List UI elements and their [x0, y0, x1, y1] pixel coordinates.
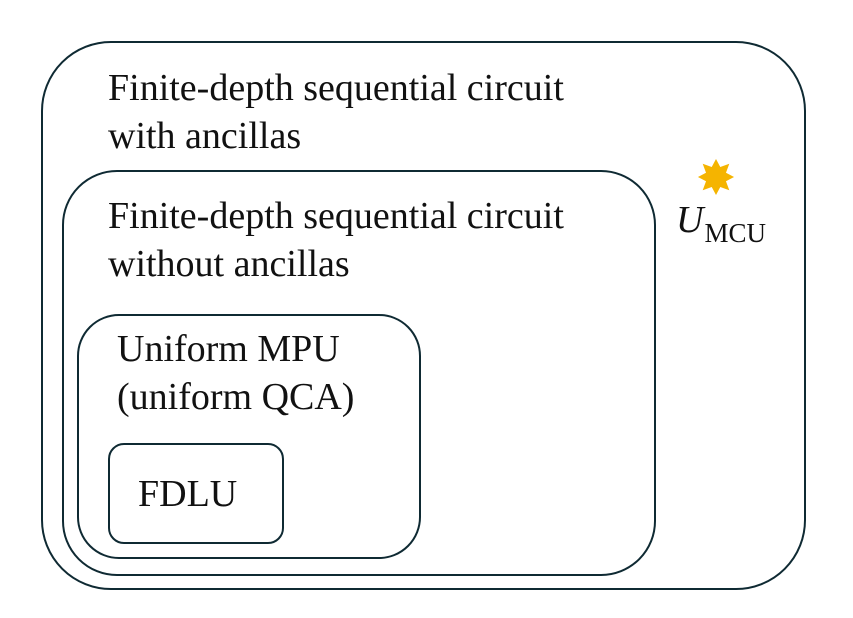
- core-set-box: [108, 443, 284, 544]
- unitary-subscript: MCU: [704, 218, 766, 248]
- unitary-mcu-label: UMCU: [676, 196, 766, 248]
- inner-set-box: [77, 314, 421, 559]
- middle-set-label-line2: without ancillas: [108, 243, 350, 285]
- star-icon: [697, 158, 735, 196]
- outer-set-label: Finite-depth sequential circuit with anc…: [108, 64, 564, 160]
- inner-set-label-line1: Uniform MPU: [117, 328, 340, 370]
- inner-set-label: Uniform MPU (uniform QCA): [117, 325, 354, 421]
- core-set-label: FDLU: [138, 470, 237, 518]
- outer-set-label-line1: Finite-depth sequential circuit: [108, 67, 564, 109]
- unitary-symbol: U: [676, 199, 704, 241]
- middle-set-box: [62, 170, 656, 576]
- middle-set-label-line1: Finite-depth sequential circuit: [108, 195, 564, 237]
- core-set-label-text: FDLU: [138, 473, 238, 515]
- star-shape: [697, 158, 735, 196]
- outer-set-box: [41, 41, 806, 590]
- outer-set-label-line2: with ancillas: [108, 115, 302, 157]
- inner-set-label-line2: (uniform QCA): [117, 376, 355, 418]
- middle-set-label: Finite-depth sequential circuit without …: [108, 192, 564, 288]
